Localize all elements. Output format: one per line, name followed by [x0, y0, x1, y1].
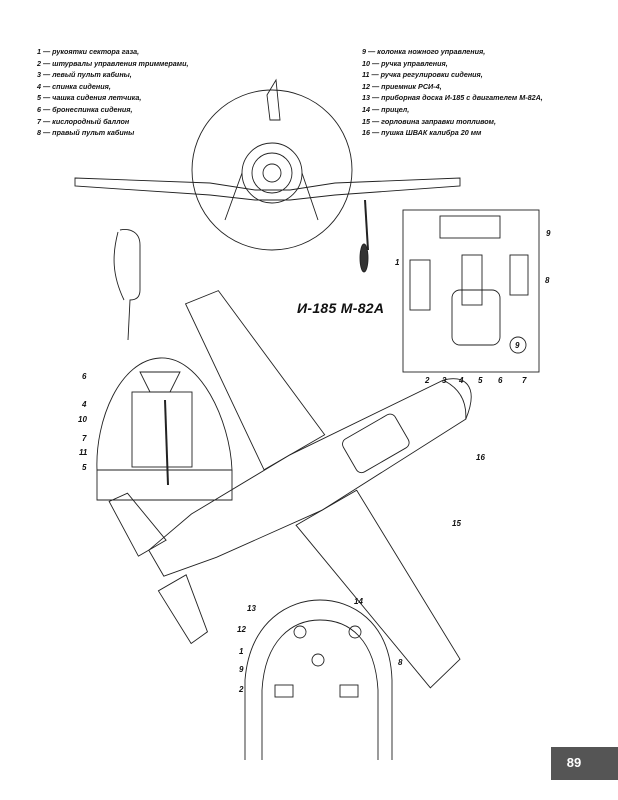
callout-panel-14: 14	[354, 597, 363, 606]
front-fin	[266, 78, 281, 121]
legend-item: 6 — бронеспинка сидения,	[37, 104, 133, 114]
gauge-center	[311, 653, 325, 667]
callout-panel-1: 1	[239, 647, 244, 656]
instrument-panel-view	[244, 599, 393, 760]
seat-sketch	[96, 357, 233, 501]
diagram-title: И-185 М-82А	[297, 300, 385, 316]
left-console	[409, 259, 431, 311]
callout-seat-10: 10	[78, 415, 87, 424]
seat-base	[96, 470, 233, 501]
panel-outline	[244, 599, 393, 760]
callouts: 1 2 3 4 5 6 7 8 9 9 6 4 10 7 11 5 16 15 …	[78, 229, 551, 694]
callout-plane-15: 15	[452, 519, 461, 528]
left-wing	[184, 290, 326, 471]
plan-view	[108, 290, 472, 689]
engine-cowling-outer	[241, 142, 303, 204]
callout-panel-12: 12	[237, 625, 246, 634]
callout-top-4: 4	[458, 376, 464, 385]
seat-headrest	[139, 371, 181, 393]
callout-top-8: 8	[545, 276, 550, 285]
legend-item: 3 — левый пульт кабины,	[37, 70, 132, 80]
legend-item: 10 — ручка управления,	[362, 58, 448, 68]
seat-frame	[96, 357, 233, 471]
callout-panel-2: 2	[238, 685, 244, 694]
engine-cowling-inner	[251, 152, 293, 194]
callout-top-1: 1	[395, 258, 400, 267]
control-column	[461, 254, 483, 306]
callout-panel-9: 9	[239, 665, 244, 674]
panel-frame-inner	[261, 619, 379, 760]
callout-circle-9	[509, 336, 527, 354]
right-stabilizer	[157, 574, 209, 645]
throttle-sketch	[113, 229, 141, 341]
legend-left: 1 — рукоятки сектора газа, 2 — штурвалы …	[37, 46, 237, 139]
throttle-grip	[113, 231, 125, 301]
legend-item: 13 — приборная доска И-185 с двигателем …	[362, 93, 543, 103]
seat-back	[131, 391, 193, 468]
callout-top-9: 9	[546, 229, 551, 238]
legend-item: 14 — прицел,	[362, 104, 410, 114]
callout-top-9b: 9	[515, 341, 520, 350]
pedal-unit	[439, 215, 501, 239]
callout-top-5: 5	[478, 376, 483, 385]
legend-item: 2 — штурвалы управления триммерами,	[37, 58, 189, 68]
callout-panel-13: 13	[247, 604, 256, 613]
legend-right: 9 — колонка ножного управления, 10 — руч…	[362, 46, 612, 139]
legend-item: 4 — спинка сидения,	[37, 81, 111, 91]
panel-box-left	[274, 684, 294, 698]
seat-pan	[451, 289, 501, 346]
right-wing	[295, 489, 461, 689]
callout-seat-4: 4	[81, 400, 87, 409]
page-number-box: 89	[551, 747, 618, 780]
callout-seat-6: 6	[82, 372, 87, 381]
page-number: 89	[566, 755, 582, 770]
legend-item: 1 — рукоятки сектора газа,	[37, 47, 140, 56]
cockpit-floor-view	[402, 209, 540, 373]
seat-control-stick	[164, 399, 169, 486]
callout-seat-5: 5	[82, 463, 87, 472]
spinner	[262, 163, 282, 183]
legend-item: 11 — ручка регулировки сидения,	[362, 70, 483, 80]
canopy	[342, 413, 410, 474]
throttle-handle	[119, 229, 141, 341]
front-view	[74, 78, 461, 273]
callout-plane-16: 16	[476, 453, 485, 462]
callout-top-3: 3	[442, 376, 447, 385]
left-stabilizer	[108, 492, 167, 557]
cockpit-floor-frame	[402, 209, 540, 373]
right-gear-leg	[364, 199, 369, 251]
front-wing	[74, 177, 461, 201]
legend-item: 7 — кислородный баллон	[37, 116, 130, 126]
right-console	[509, 254, 529, 296]
callout-top-2: 2	[424, 376, 430, 385]
callout-seat-11: 11	[79, 448, 88, 457]
legend-item: 8 — правый пульт кабины	[37, 128, 135, 138]
gauge-left	[293, 625, 307, 639]
callout-seat-7: 7	[82, 434, 87, 443]
fuselage	[148, 379, 467, 577]
legend-item: 9 — колонка ножного управления,	[362, 47, 486, 56]
nose	[443, 378, 472, 420]
legend-item: 16 — пушка ШВАК калибра 20 мм	[362, 128, 482, 138]
panel-box-right	[339, 684, 359, 698]
callout-panel-8: 8	[398, 658, 403, 667]
legend-item: 12 — приемник РСИ-4,	[362, 81, 442, 91]
gear-struts	[224, 172, 319, 221]
gauge-right	[348, 625, 362, 639]
front-view-circle	[191, 89, 353, 251]
legend-item: 15 — горловина заправки топливом,	[362, 116, 496, 126]
right-wheel	[359, 243, 369, 273]
callout-top-6: 6	[498, 376, 503, 385]
legend-item: 5 — чашка сидения летчика,	[37, 93, 142, 103]
callout-top-7: 7	[522, 376, 527, 385]
